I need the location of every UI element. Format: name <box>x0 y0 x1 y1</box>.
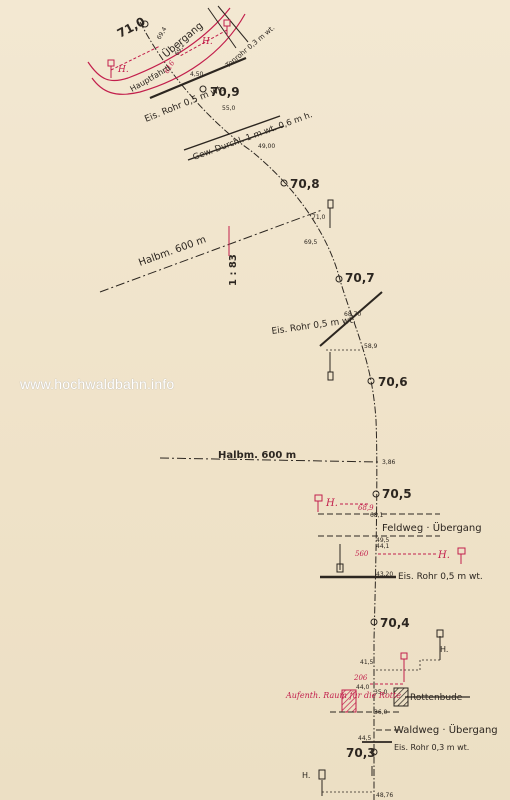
halbmesser-label: Halbm. 600 m <box>218 450 296 461</box>
radius-line <box>159 457 379 463</box>
km-label: 70,7 <box>345 271 375 285</box>
km-label: 71,0 <box>115 14 148 40</box>
chainage: 560 <box>355 550 369 558</box>
signal-board <box>327 371 334 381</box>
feldweg-label: Feldweg · Übergang <box>382 521 482 534</box>
watermark-text: www.hochwaldbahn.info <box>20 376 175 392</box>
h-label: H. <box>325 498 338 509</box>
eis-rohr-label: Eis. Rohr 0,3 m wt. <box>394 743 469 752</box>
km-marker-70-3: 70,3 <box>346 746 378 760</box>
culvert-pipe <box>319 291 383 347</box>
eis-rohr-label: Eis. Rohr 0,5 m wt. <box>271 315 356 337</box>
km-label: 70,4 <box>380 616 410 630</box>
chainage: 206 <box>353 674 368 682</box>
km-marker-71-0: 71,0 <box>115 14 149 41</box>
crossing-border <box>207 7 237 49</box>
signal-board <box>336 563 344 573</box>
eis-rohr-label: Eis. Rohr 0,5 m wt. <box>398 572 483 582</box>
km-label: 70,9 <box>210 85 240 99</box>
signal-board <box>318 769 326 780</box>
chainage: 71,0 <box>312 214 326 221</box>
km-label: 70,8 <box>290 177 320 191</box>
chainage: 55,0 <box>222 105 236 112</box>
signal-h-left: H. <box>107 45 161 78</box>
h-label: H. <box>117 65 129 75</box>
signal-h-right-feldweg: 560 H. <box>355 547 466 564</box>
chainage: 68,1 <box>370 512 384 519</box>
signal-board <box>436 629 444 638</box>
rest-room-label: Aufenth. Raum für die Rotte <box>285 691 401 700</box>
h-label: H. <box>302 771 310 780</box>
km-label: 70,5 <box>382 487 412 501</box>
chainage: 41,5 <box>360 659 374 666</box>
chainage: 68,9 <box>358 504 374 512</box>
crossing-border <box>217 5 249 43</box>
h-label: H. <box>437 550 450 561</box>
chainage: 44,1 <box>376 543 390 550</box>
h-label: H. <box>201 37 213 47</box>
chainage: 58,9 <box>364 343 378 350</box>
waldweg-label: Waldweg · Übergang <box>394 723 498 736</box>
chainage: 68,70 <box>344 311 361 318</box>
km-marker-70-7: 70,7 <box>335 271 375 285</box>
signal-h-feldweg: H. <box>314 494 370 512</box>
culvert-box <box>187 125 285 161</box>
access-path <box>376 652 441 671</box>
chainage: 69,5 <box>304 239 318 246</box>
km-marker-70-6: 70,6 <box>367 375 408 389</box>
chainage: 49,5 <box>376 537 390 544</box>
km-marker-70-4: 70,4 <box>370 616 410 630</box>
chainage: 44,0 <box>356 684 370 691</box>
gew-durchl-label: Gew. Durchl. 1 m wt. 0,6 m h. <box>192 110 314 163</box>
km-label: 70,6 <box>378 375 408 389</box>
h-label: H. <box>440 645 448 654</box>
signal-board-red <box>400 652 408 660</box>
gradient-label: 1 : 83 <box>228 254 239 286</box>
signal-board <box>327 199 334 209</box>
chainage: 44,5 <box>358 735 372 742</box>
radius-line <box>99 209 323 293</box>
chainage: 43,20 <box>376 571 393 578</box>
culvert-box <box>183 115 281 151</box>
km-marker-70-9: 70,9 <box>199 85 240 99</box>
chainage: 4,50 <box>190 71 204 78</box>
km-marker-70-8: 70,8 <box>280 177 320 191</box>
chainage: 48,76 <box>376 792 393 799</box>
road-crossing-curve-2 <box>91 13 246 95</box>
road-crossing-curve-1 <box>87 7 231 82</box>
culvert-pipe <box>149 56 247 100</box>
chainage: 49,00 <box>258 143 275 150</box>
km-label: 70,3 <box>346 746 376 760</box>
signal-h-right: H. <box>179 19 231 57</box>
track-centerline <box>139 21 378 800</box>
halbmesser-label: Halbm. 600 m <box>137 234 207 269</box>
chainage: 69,4 <box>156 26 169 41</box>
chainage: 3,86 <box>382 459 396 466</box>
chainage: 35,0 <box>374 689 388 696</box>
rottenbude-label: Rottenbude <box>410 693 463 703</box>
km-marker-70-5: 70,5 <box>372 487 412 501</box>
